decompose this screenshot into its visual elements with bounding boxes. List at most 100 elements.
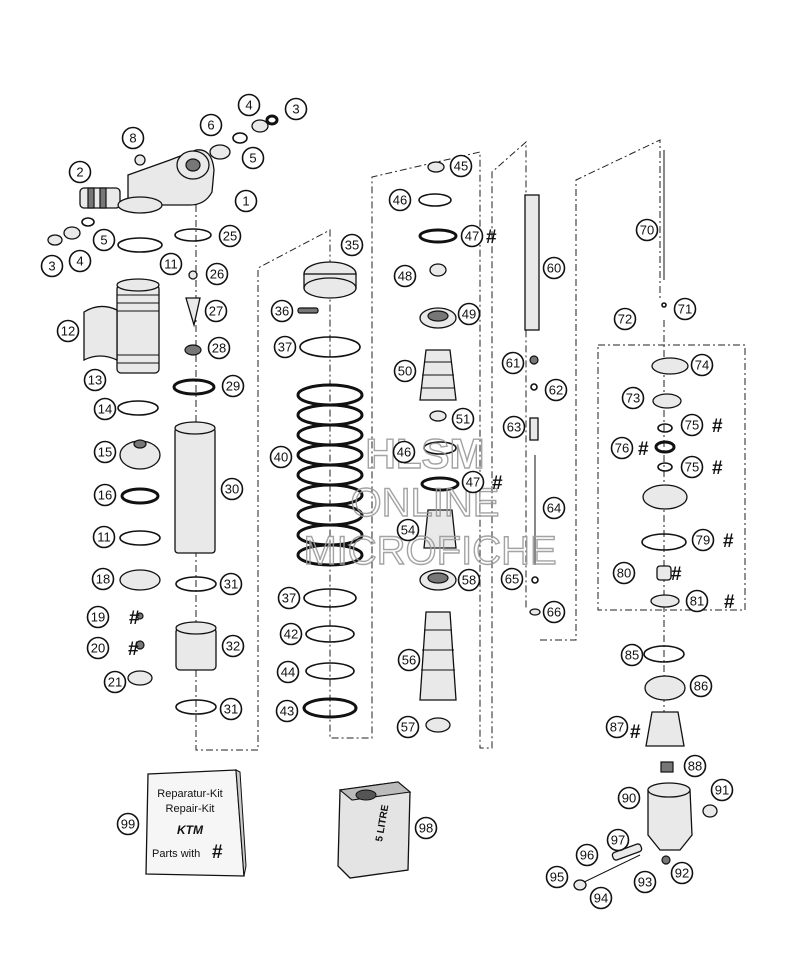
callout-number: 13 — [88, 373, 102, 388]
callout-circle — [68, 160, 92, 184]
hash-mark: # — [712, 458, 723, 479]
callout-circle — [93, 483, 117, 507]
hash-mark: # — [671, 564, 682, 585]
callout-circle — [451, 407, 475, 431]
callout-p74: 74 — [690, 353, 714, 377]
callout-p26: 26 — [205, 262, 229, 286]
callout-circle — [689, 674, 713, 698]
callout-p46a: 46 — [388, 188, 412, 212]
callout-p66: 66 — [542, 600, 566, 624]
callout-number: 90 — [622, 791, 636, 806]
callout-number: 11 — [164, 257, 178, 272]
callout-p88: 88 — [683, 754, 707, 778]
callout-number: 48 — [398, 269, 412, 284]
callout-number: 71 — [678, 302, 692, 317]
callout-number: 73 — [626, 391, 640, 406]
callout-number: 25 — [223, 229, 237, 244]
callout-number: 45 — [454, 159, 468, 174]
callout-number: 56 — [402, 653, 416, 668]
callout-p15: 15 — [93, 440, 117, 464]
callout-number: 3 — [292, 102, 299, 117]
hash-mark: # — [638, 439, 649, 460]
callout-number: 65 — [505, 572, 519, 587]
callout-number: 88 — [688, 759, 702, 774]
callout-p75a: 75 — [680, 413, 704, 437]
callout-p4b: 4 — [237, 93, 261, 117]
callout-circle — [621, 386, 645, 410]
callout-circle — [680, 413, 704, 437]
oil-can: 5 LITRE — [337, 781, 412, 879]
callout-p42: 42 — [279, 622, 303, 646]
callout-circle — [277, 586, 301, 610]
callout-number: 42 — [284, 627, 298, 642]
callout-p51: 51 — [451, 407, 475, 431]
callout-p92: 92 — [670, 861, 694, 885]
callout-circle — [273, 335, 297, 359]
callout-p14: 14 — [93, 397, 117, 421]
callout-number: 27 — [209, 304, 223, 319]
watermark-line3: MICROFICHE — [303, 529, 556, 573]
hash-mark: # — [129, 608, 140, 629]
callout-circle — [457, 302, 481, 326]
callout-circle — [93, 397, 117, 421]
hash-mark: # — [723, 531, 734, 552]
callout-circle — [392, 440, 416, 464]
callout-p30: 30 — [220, 477, 244, 501]
repair-kit-hash-marks: ########### — [128, 227, 735, 743]
callout-p36: 36 — [270, 299, 294, 323]
callout-number: 47 — [466, 475, 480, 490]
callout-circle — [605, 715, 629, 739]
callout-circle — [690, 353, 714, 377]
piston-stack-parts — [418, 161, 541, 733]
callout-circle — [575, 843, 599, 867]
callout-p63: 63 — [502, 415, 526, 439]
callout-circle — [683, 754, 707, 778]
callout-circle — [199, 113, 223, 137]
callout-p54: 54 — [396, 518, 420, 542]
callout-p27: 27 — [204, 299, 228, 323]
callout-p31a: 31 — [219, 572, 243, 596]
callout-number: 19 — [91, 610, 105, 625]
callout-p4a: 4 — [68, 249, 92, 273]
callout-p62: 62 — [544, 378, 568, 402]
callout-number: 11 — [97, 530, 111, 545]
callout-p86: 86 — [689, 674, 713, 698]
callout-circle — [396, 715, 420, 739]
callout-p50: 50 — [393, 359, 417, 383]
callout-circle — [544, 378, 568, 402]
hash-mark: # — [724, 592, 735, 613]
callout-circle — [68, 249, 92, 273]
callout-circle — [606, 828, 630, 852]
hash-mark: # — [630, 722, 641, 743]
callout-number: 98 — [419, 821, 433, 836]
callout-p28: 28 — [207, 336, 231, 360]
callout-p93: 93 — [633, 870, 657, 894]
callout-p85: 85 — [620, 643, 644, 667]
piston-rod-part — [524, 194, 540, 331]
callout-number: 44 — [281, 665, 295, 680]
repair-kit-box: Reparatur-Kit Repair-Kit KTM Parts with … — [145, 769, 247, 877]
callout-circle — [241, 146, 265, 170]
callout-number: 85 — [625, 648, 639, 663]
callout-p1: 1 — [234, 189, 258, 213]
callout-number: 80 — [617, 566, 631, 581]
callout-number: 4 — [245, 98, 252, 113]
watermark-line1: HLSM — [366, 430, 485, 477]
callout-p13: 13 — [83, 368, 107, 392]
callout-p57: 57 — [396, 715, 420, 739]
callout-p60: 60 — [542, 256, 566, 280]
callout-circle — [219, 572, 243, 596]
callout-p48: 48 — [393, 264, 417, 288]
callout-circle — [388, 188, 412, 212]
callout-number: 18 — [96, 572, 110, 587]
callout-number: 94 — [594, 891, 608, 906]
callout-p49: 49 — [457, 302, 481, 326]
callout-circle — [612, 561, 636, 585]
callout-p43: 43 — [275, 699, 299, 723]
callout-p5b: 5 — [241, 146, 265, 170]
callout-number: 20 — [91, 641, 105, 656]
callout-number: 95 — [550, 870, 564, 885]
callout-p2: 2 — [68, 160, 92, 184]
callout-p35: 35 — [340, 233, 364, 257]
